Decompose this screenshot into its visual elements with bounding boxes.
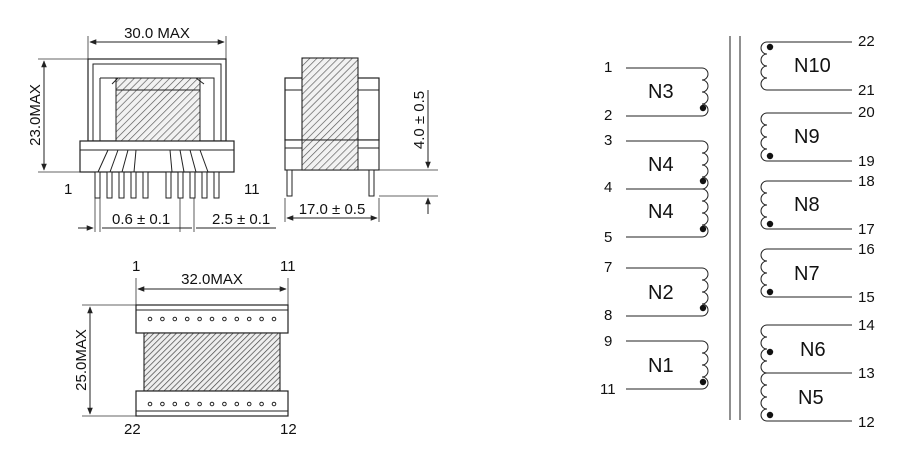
pin-hole: [259, 401, 264, 407]
front-pins: [94, 171, 220, 199]
pin-15-label: 15: [858, 289, 875, 306]
pin-12-label: 12: [858, 414, 875, 431]
bottom-pin-22-label: 22: [124, 421, 141, 438]
pin-17-label: 17: [858, 221, 875, 238]
pin-14-label: 14: [858, 317, 875, 334]
pin-21-label: 21: [858, 82, 875, 99]
pin-20-label: 20: [858, 104, 875, 121]
pin-hole: [246, 316, 252, 322]
winding-label-n5: N5: [798, 387, 824, 409]
dim-bottom-width-label: 32.0MAX: [181, 271, 243, 288]
pin-hole: [147, 401, 153, 407]
pin-hole: [147, 316, 153, 322]
pin-hole: [172, 316, 178, 322]
front-pin-11-label: 11: [244, 181, 260, 198]
pin-8-label: 8: [604, 307, 612, 324]
pin-hole: [197, 316, 202, 322]
pin-hole: [271, 316, 277, 322]
schematic: 1 2 N3 3 4 N4 5 N4 7 8 N2 9 11: [600, 33, 875, 431]
dim-standoff-label: 4.0 ± 0.5: [411, 91, 428, 149]
dim-30-label: 30.0 MAX: [124, 25, 190, 42]
front-view: 30.0 MAX 23.0MAX: [27, 25, 276, 232]
pin-hole: [160, 316, 165, 322]
pin-hole: [234, 316, 240, 322]
winding-n10: 22 21 N10: [760, 33, 875, 99]
winding-label-n1: N1: [648, 355, 674, 377]
pin-hole: [197, 401, 202, 407]
pin-hole: [184, 401, 190, 407]
winding-label-n2: N2: [648, 282, 674, 304]
winding-label-n8: N8: [794, 194, 820, 216]
winding-n4-b: 5 N4: [604, 188, 709, 246]
pin-18-label: 18: [858, 173, 875, 190]
pin-hole: [246, 401, 252, 407]
dim-pinlen-label: 2.5 ± 0.1: [212, 211, 270, 228]
pin-2-label: 2: [604, 107, 612, 124]
winding-label-n10: N10: [794, 55, 831, 77]
winding-n3: 1 2 N3: [604, 59, 709, 124]
pin-hole: [222, 316, 227, 322]
pin-1-label: 1: [604, 59, 612, 76]
winding-label-n4-a: N4: [648, 154, 674, 176]
winding-label-n7: N7: [794, 263, 820, 285]
winding-n8: 18 17 N8: [760, 173, 875, 238]
winding-n6: 14 13 N6: [760, 317, 875, 382]
dim-pitch-label: 0.6 ± 0.1: [112, 211, 170, 228]
bottom-pin-11-label: 11: [280, 258, 296, 275]
pin-hole: [259, 316, 264, 322]
dim-side-width-label: 17.0 ± 0.5: [299, 201, 366, 218]
pin-3-label: 3: [604, 132, 612, 149]
pin-hole: [234, 401, 240, 407]
pin-13-label: 13: [858, 365, 875, 382]
bottom-pin-12-label: 12: [280, 421, 297, 438]
pin-9-label: 9: [604, 333, 612, 350]
pin-hole: [160, 401, 165, 407]
winding-n1: 9 11 N1: [600, 333, 709, 398]
pin-hole: [271, 401, 277, 407]
winding-n5: 12 N5: [760, 372, 875, 431]
dim-bottom-height-label: 25.0MAX: [73, 329, 90, 391]
dim-23-label: 23.0MAX: [27, 84, 44, 146]
side-view: 4.0 ± 0.5 17.0 ± 0.5: [284, 57, 438, 222]
pin-22-label: 22: [858, 33, 875, 50]
pin-4-label: 4: [604, 179, 612, 196]
winding-n2: 7 8 N2: [604, 259, 709, 324]
winding-n4-a: 3 4 N4: [604, 132, 709, 196]
pin-hole: [209, 316, 215, 322]
pin-5-label: 5: [604, 229, 612, 246]
bottom-pin-1-label: 1: [132, 258, 140, 275]
pin-hole: [184, 316, 190, 322]
pin-hole: [209, 401, 215, 407]
bottom-view: 1 11 32.0MAX 25.0MAX 22 12: [73, 258, 297, 438]
pin-hole: [222, 401, 227, 407]
winding-label-n3: N3: [648, 81, 674, 103]
pin-7-label: 7: [604, 259, 612, 276]
winding-label-n4-b: N4: [648, 201, 674, 223]
winding-label-n6: N6: [800, 339, 826, 361]
winding-label-n9: N9: [794, 126, 820, 148]
pin-16-label: 16: [858, 241, 875, 258]
winding-n7: 16 15 N7: [760, 241, 875, 306]
pin-hole: [172, 401, 178, 407]
winding-n9: 20 19 N9: [760, 104, 875, 170]
pin-19-label: 19: [858, 153, 875, 170]
pin-11-label: 11: [600, 381, 616, 398]
front-pin-1-label: 1: [64, 181, 72, 198]
